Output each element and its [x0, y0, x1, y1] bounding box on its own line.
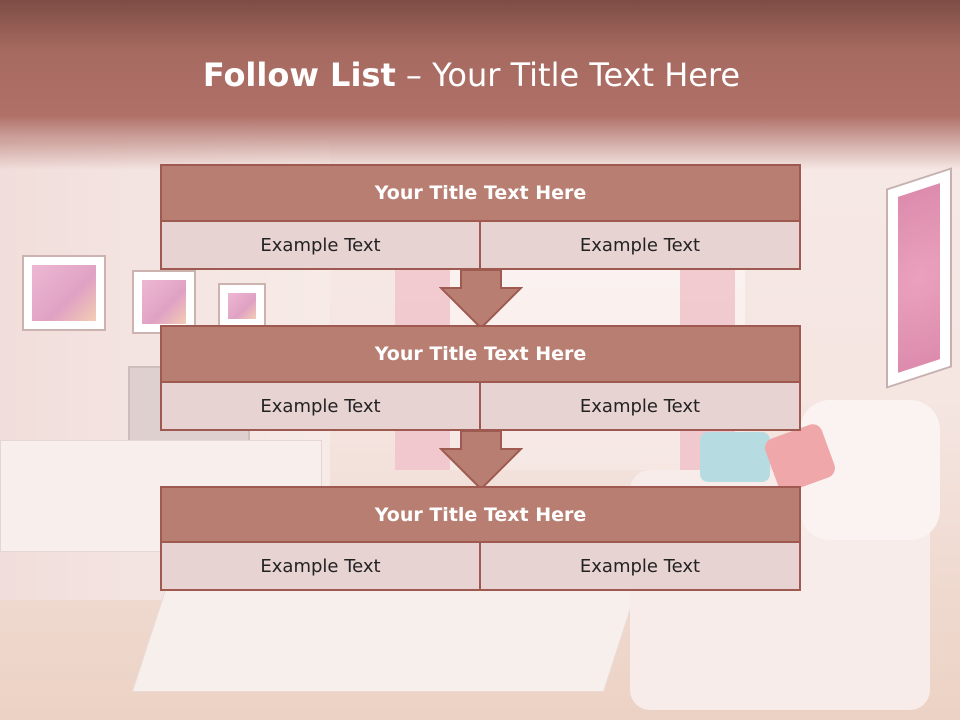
slide-title[interactable]: Follow List – Your Title Text Here — [0, 56, 943, 94]
pillow-blue — [700, 432, 770, 482]
down-arrow-icon — [439, 431, 523, 491]
picture-frame — [22, 255, 106, 331]
block-cell-left[interactable]: Example Text — [160, 541, 481, 591]
list-block-1: Your Title Text Here Example Text Exampl… — [160, 164, 801, 272]
rug — [131, 580, 641, 692]
list-block-2: Your Title Text Here Example Text Exampl… — [160, 325, 801, 433]
picture-frame — [218, 283, 266, 329]
header-band — [0, 0, 960, 170]
wall-art-right — [886, 167, 952, 389]
block-cell-right[interactable]: Example Text — [479, 541, 801, 591]
block-title[interactable]: Your Title Text Here — [160, 164, 801, 222]
block-cell-right[interactable]: Example Text — [479, 220, 801, 270]
title-strong: Follow List — [202, 56, 396, 94]
block-title[interactable]: Your Title Text Here — [160, 486, 801, 544]
list-block-3: Your Title Text Here Example Text Exampl… — [160, 486, 801, 591]
block-cell-right[interactable]: Example Text — [479, 381, 801, 431]
block-title[interactable]: Your Title Text Here — [160, 325, 801, 383]
title-rest: – Your Title Text Here — [395, 56, 741, 94]
block-cell-left[interactable]: Example Text — [160, 381, 481, 431]
down-arrow-icon — [439, 270, 523, 330]
block-cell-left[interactable]: Example Text — [160, 220, 481, 270]
